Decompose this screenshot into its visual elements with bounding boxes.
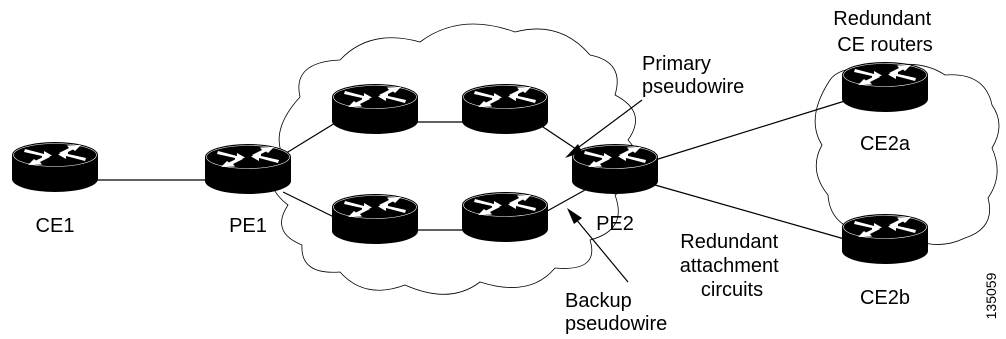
attachment-circuit-ce2a — [654, 99, 849, 161]
redundant-ce-routers-label: Redundant CE routers — [833, 8, 936, 56]
router-pe1 — [204, 143, 292, 195]
router-ce2a — [841, 61, 929, 113]
redundant-attachment-circuits-label: Redundant attachment circuits — [680, 231, 785, 301]
label-pe1: PE1 — [229, 215, 267, 237]
backup-pseudowire-label: Backup pseudowire — [565, 290, 667, 335]
primary-pseudowire-arrow — [565, 99, 643, 158]
link-pe1-p3 — [282, 191, 341, 221]
figure-id: 135059 — [983, 272, 999, 319]
backup-pseudowire-arrow — [567, 208, 629, 283]
router-ce2b — [841, 213, 929, 265]
router-ce1 — [11, 141, 99, 193]
router-p1 — [331, 83, 419, 135]
label-ce2b: CE2b — [860, 287, 910, 309]
attachment-circuit-ce2b — [654, 184, 849, 241]
label-ce1: CE1 — [36, 215, 75, 237]
link-pe1-p1 — [282, 119, 341, 156]
router-p2 — [461, 83, 549, 135]
router-p4 — [461, 191, 549, 243]
label-ce2a: CE2a — [860, 133, 911, 155]
router-pe2 — [571, 143, 659, 195]
router-p3 — [331, 193, 419, 245]
primary-pseudowire-label: Primary pseudowire — [642, 53, 744, 98]
label-pe2: PE2 — [596, 213, 634, 235]
